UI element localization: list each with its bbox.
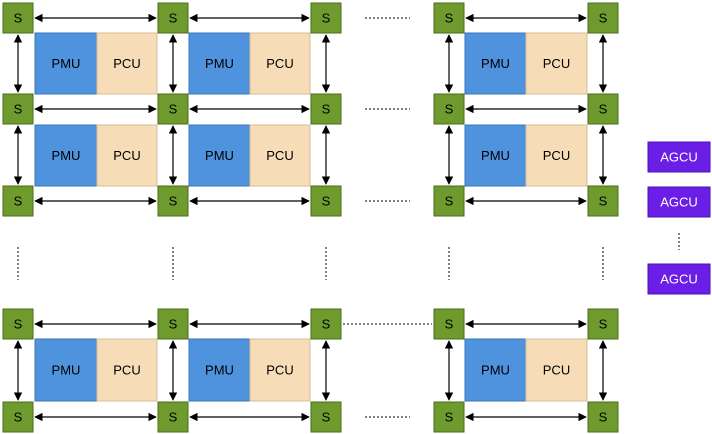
pcu-block — [525, 32, 588, 95]
switch-label: S — [445, 11, 454, 26]
switch-node — [433, 2, 465, 34]
compute-units: PMU PCU PMU PCU PMU PCU PMU PCU PMU PCU PMU PCU PMU P… — [34, 32, 588, 402]
switch-label: S — [14, 410, 23, 425]
pmu-label: PMU — [52, 363, 81, 378]
switch-label: S — [169, 410, 178, 425]
switch-label: S — [599, 11, 608, 26]
pmu-block — [34, 124, 98, 187]
switch-node — [2, 2, 34, 34]
pcu-block — [525, 338, 588, 402]
pcu-label: PCU — [543, 363, 570, 378]
switch-label: S — [169, 102, 178, 117]
switch-label: S — [14, 102, 23, 117]
switch-label: S — [169, 317, 178, 332]
switch-label: S — [322, 317, 331, 332]
switch-node — [587, 2, 619, 34]
agcu-block — [647, 263, 711, 295]
pmu-block — [188, 32, 251, 95]
pcu-block — [249, 124, 311, 187]
agcu-block — [647, 186, 711, 218]
switch-label: S — [599, 102, 608, 117]
switch-label: S — [445, 317, 454, 332]
switch-label: S — [14, 11, 23, 26]
switch-node — [2, 401, 34, 433]
pmu-block — [34, 338, 98, 402]
switch-node — [433, 401, 465, 433]
agcu-label: AGCU — [660, 195, 698, 210]
switch-node — [587, 308, 619, 340]
switch-label: S — [169, 194, 178, 209]
switch-label: S — [445, 102, 454, 117]
switch-node — [433, 185, 465, 217]
pcu-label: PCU — [266, 363, 293, 378]
switch-label: S — [169, 11, 178, 26]
switch-label: S — [322, 11, 331, 26]
agcu-block — [647, 141, 711, 173]
pmu-label: PMU — [52, 56, 81, 71]
switch-node — [310, 93, 342, 125]
pcu-label: PCU — [266, 148, 293, 163]
agcu-column: AGCU AGCU AGCU — [647, 141, 711, 295]
switch-node — [587, 401, 619, 433]
switch-node — [587, 93, 619, 125]
switch-node — [2, 308, 34, 340]
switch-node — [433, 93, 465, 125]
pcu-label: PCU — [113, 148, 140, 163]
switch-node — [310, 185, 342, 217]
switch-node — [157, 308, 189, 340]
switches: S S S S S S S S S S S S S S S S S S S S S S S S S — [2, 2, 619, 433]
switch-node — [2, 93, 34, 125]
pcu-label: PCU — [543, 56, 570, 71]
pcu-label: PCU — [113, 363, 140, 378]
switch-label: S — [14, 317, 23, 332]
pcu-block — [525, 124, 588, 187]
switch-label: S — [14, 194, 23, 209]
pmu-block — [188, 338, 251, 402]
switch-links — [13, 13, 608, 422]
pcu-block — [96, 338, 158, 402]
pmu-label: PMU — [52, 148, 81, 163]
switch-node — [157, 93, 189, 125]
switch-node — [587, 185, 619, 217]
switch-label: S — [322, 102, 331, 117]
switch-node — [2, 185, 34, 217]
switch-node — [310, 2, 342, 34]
pcu-block — [249, 338, 311, 402]
switch-label: S — [322, 410, 331, 425]
agcu-label: AGCU — [660, 272, 698, 287]
pmu-label: PMU — [481, 363, 510, 378]
continuation-dots — [17, 17, 680, 418]
pmu-label: PMU — [205, 148, 234, 163]
pcu-block — [249, 32, 311, 95]
pcu-block — [96, 32, 158, 95]
switch-label: S — [445, 410, 454, 425]
agcu-label: AGCU — [660, 150, 698, 165]
switch-node — [157, 185, 189, 217]
pcu-block — [96, 124, 158, 187]
pcu-label: PCU — [266, 56, 293, 71]
switch-node — [157, 401, 189, 433]
switch-label: S — [445, 194, 454, 209]
pmu-block — [464, 32, 527, 95]
pcu-label: PCU — [543, 148, 570, 163]
switch-node — [433, 308, 465, 340]
switch-node — [157, 2, 189, 34]
switch-label: S — [599, 317, 608, 332]
switch-node — [310, 308, 342, 340]
switch-label: S — [322, 194, 331, 209]
pmu-label: PMU — [205, 56, 234, 71]
switch-label: S — [599, 194, 608, 209]
pmu-label: PMU — [205, 363, 234, 378]
pmu-label: PMU — [481, 56, 510, 71]
switch-node — [310, 401, 342, 433]
switch-label: S — [599, 410, 608, 425]
pcu-label: PCU — [113, 56, 140, 71]
pmu-label: PMU — [481, 148, 510, 163]
